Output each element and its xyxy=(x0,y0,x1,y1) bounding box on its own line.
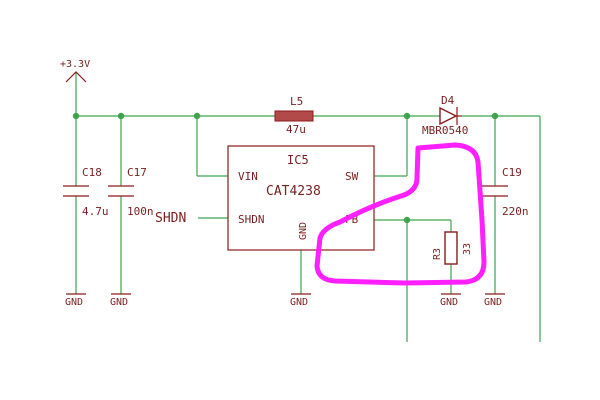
c18-ref: C18 xyxy=(82,166,102,179)
junction-dot xyxy=(403,112,411,120)
pin-shdn-label: SHDN xyxy=(238,213,265,226)
capacitor-c18[interactable]: C18 4.7u xyxy=(63,166,109,218)
resistor-r3[interactable]: R3 33 xyxy=(432,231,473,265)
gnd-label: GND xyxy=(290,297,308,308)
gnd-label: GND xyxy=(65,297,83,308)
r3-ref: R3 xyxy=(432,248,443,260)
gnd-label: GND xyxy=(484,297,502,308)
pin-gnd-label: GND xyxy=(298,222,309,240)
gnd-r3: GND xyxy=(440,293,461,308)
ic-body xyxy=(227,145,375,251)
gnd-c18: GND xyxy=(65,293,86,308)
wires xyxy=(75,72,541,342)
supply-label: +3.3V xyxy=(60,59,90,70)
r3-value: 33 xyxy=(462,243,473,255)
shdn-net-label: SHDN xyxy=(155,211,186,226)
diode-triangle-icon xyxy=(439,106,458,126)
gnd-ic: GND xyxy=(290,293,311,308)
d4-ref: D4 xyxy=(441,94,455,107)
supply-symbol: +3.3V xyxy=(60,59,90,83)
pin-sw-label: SW xyxy=(345,170,359,183)
c17-ref: C17 xyxy=(127,166,147,179)
pin-vin-label: VIN xyxy=(238,170,258,183)
resistor-body-icon xyxy=(444,231,458,265)
l5-ref: L5 xyxy=(290,95,303,108)
junction-dot xyxy=(491,112,499,120)
capacitor-c19[interactable]: C19 220n xyxy=(482,166,529,218)
inductor-body-icon xyxy=(274,110,314,122)
inductor-l5[interactable]: L5 47u xyxy=(274,95,314,136)
c19-value: 220n xyxy=(502,205,529,218)
junctions xyxy=(72,112,499,224)
ic-ref: IC5 xyxy=(287,153,309,167)
gnd-c17: GND xyxy=(110,293,131,308)
c17-value: 100n xyxy=(127,205,154,218)
gnd-symbols: GND GND GND GND GND xyxy=(65,293,505,308)
magenta-annotation-outline xyxy=(314,142,487,286)
ic-value: CAT4238 xyxy=(266,184,321,199)
diode-d4[interactable]: D4 MBR0540 xyxy=(422,94,468,137)
junction-dot xyxy=(193,112,201,120)
c19-ref: C19 xyxy=(502,166,522,179)
junction-dot xyxy=(72,112,80,120)
supply-arrow-icon xyxy=(65,71,87,83)
capacitor-c17[interactable]: C17 100n xyxy=(108,166,154,218)
gnd-c19: GND xyxy=(484,293,505,308)
l5-value: 47u xyxy=(286,123,306,136)
gnd-label: GND xyxy=(440,297,458,308)
junction-dot xyxy=(117,112,125,120)
junction-dot xyxy=(403,216,411,224)
ic-cat4238[interactable]: IC5 CAT4238 VIN SW SHDN FB GND xyxy=(227,145,375,251)
d4-value: MBR0540 xyxy=(422,124,468,137)
c18-value: 4.7u xyxy=(82,205,109,218)
gnd-label: GND xyxy=(110,297,128,308)
